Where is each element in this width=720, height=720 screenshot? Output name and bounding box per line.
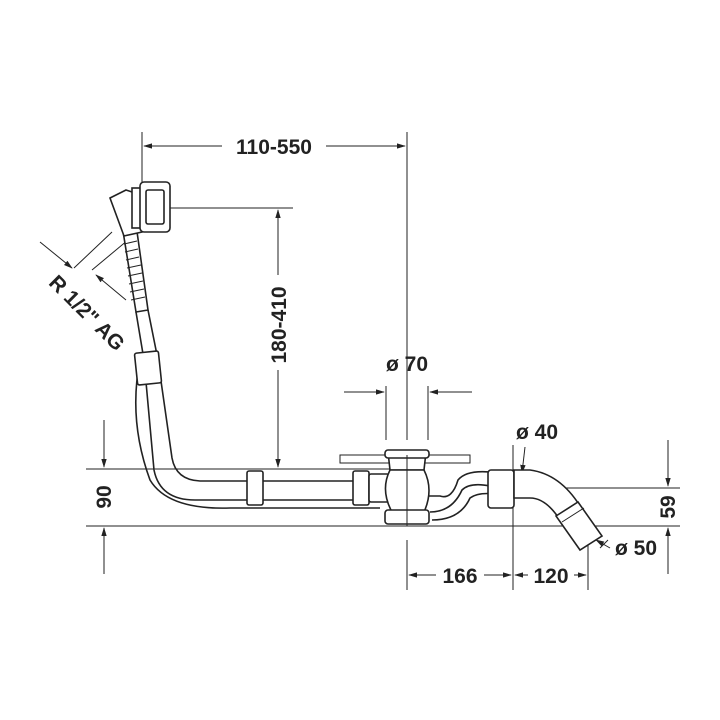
spacing-a-label: 166 (442, 565, 477, 588)
siphon (428, 469, 604, 552)
depth-label: 90 (93, 485, 116, 508)
spacing-b-label: 120 (533, 565, 568, 588)
outlet-height-label: 59 (657, 495, 680, 518)
drain-body (339, 449, 471, 526)
height-range-label: 180-410 (268, 286, 291, 363)
overflow-assembly (109, 181, 171, 313)
outlet-diameter-label: ø 50 (615, 537, 657, 560)
width-range-label: 110-550 (236, 136, 312, 159)
pipe-diameter-label: ø 40 (516, 421, 558, 444)
pipe-run (133, 309, 390, 509)
dimension-lines (39, 143, 671, 578)
thread-label: R 1/2" AG (44, 271, 129, 356)
drain-diameter-label: ø 70 (386, 353, 428, 376)
